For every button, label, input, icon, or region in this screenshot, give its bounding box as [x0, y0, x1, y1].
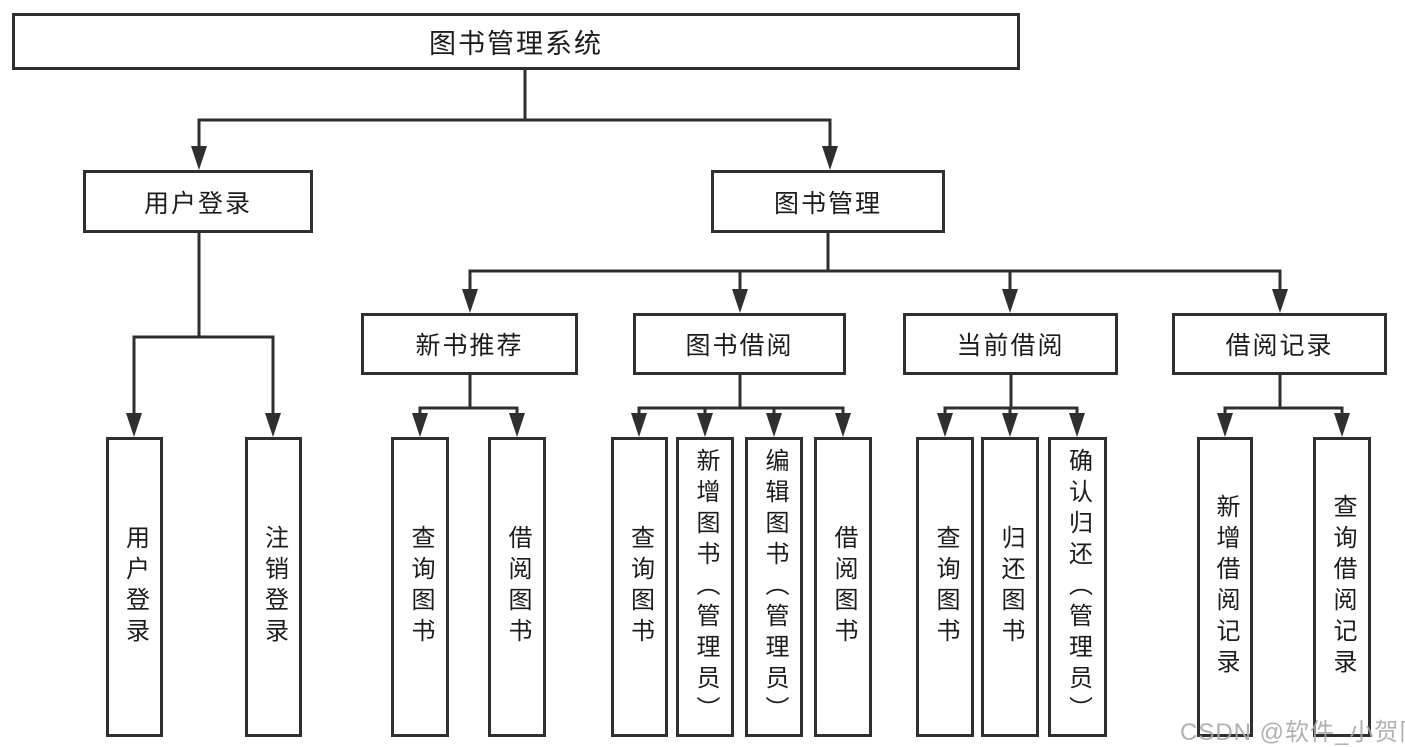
leaf-borrow-edit-books-admin: 编辑图书（管理员） [745, 437, 803, 737]
arrowheads [126, 146, 1350, 437]
csdn-watermark: CSDN @软件_小贺同学 [1180, 719, 1405, 746]
arrow-to-book-management [822, 146, 838, 170]
connector-lines [132, 70, 1344, 418]
leaf-current-confirm-return-admin: 确认归还（管理员） [1048, 437, 1107, 737]
arrow-to-record-query-record [1334, 413, 1350, 437]
arrow-to-current-return-books [1002, 413, 1018, 437]
leaf-current-return-books: 归还图书 [981, 437, 1039, 737]
leaf-borrow-query-books: 查询图书 [611, 437, 668, 737]
arrow-to-new-book-recommend [462, 289, 478, 313]
node-book-borrowing: 图书借阅 [633, 313, 846, 375]
arrow-to-borrowing-records [1272, 289, 1288, 313]
arrow-to-current-query-books [937, 413, 953, 437]
arrow-to-record-add-record [1217, 413, 1233, 437]
leaf-borrow-borrow-books: 借阅图书 [814, 437, 872, 737]
arrow-to-current-borrowing [1002, 289, 1018, 313]
arrow-to-borrow-add-books [697, 413, 713, 437]
node-book-management: 图书管理 [711, 170, 945, 233]
arrow-to-current-confirm-return [1069, 413, 1085, 437]
leaf-rec-query-books: 查询图书 [391, 437, 449, 737]
arrow-to-leaf-user-login [126, 413, 142, 437]
leaf-user-login: 用户登录 [106, 437, 163, 737]
leaf-record-add-record: 新增借阅记录 [1197, 437, 1253, 737]
arrow-to-borrow-edit-books [766, 413, 782, 437]
leaf-record-query-record: 查询借阅记录 [1313, 437, 1371, 737]
arrow-to-user-login [191, 146, 207, 170]
node-new-book-recommend: 新书推荐 [361, 313, 578, 375]
arrow-to-rec-query-books [412, 413, 428, 437]
leaf-rec-borrow-books: 借阅图书 [488, 437, 546, 737]
leaf-borrow-add-books-admin: 新增图书（管理员） [676, 437, 734, 737]
node-current-borrowing: 当前借阅 [903, 313, 1118, 375]
arrow-to-book-borrowing [732, 289, 748, 313]
leaf-logout: 注销登录 [245, 437, 302, 737]
arrow-to-borrow-borrow-books [835, 413, 851, 437]
arrow-to-rec-borrow-books [509, 413, 525, 437]
arrow-to-borrow-query-books [631, 413, 647, 437]
leaf-current-query-books: 查询图书 [916, 437, 974, 737]
arrow-to-leaf-logout [265, 413, 281, 437]
node-user-login: 用户登录 [83, 170, 313, 233]
node-root-system: 图书管理系统 [12, 13, 1020, 70]
node-borrowing-records: 借阅记录 [1172, 313, 1387, 375]
